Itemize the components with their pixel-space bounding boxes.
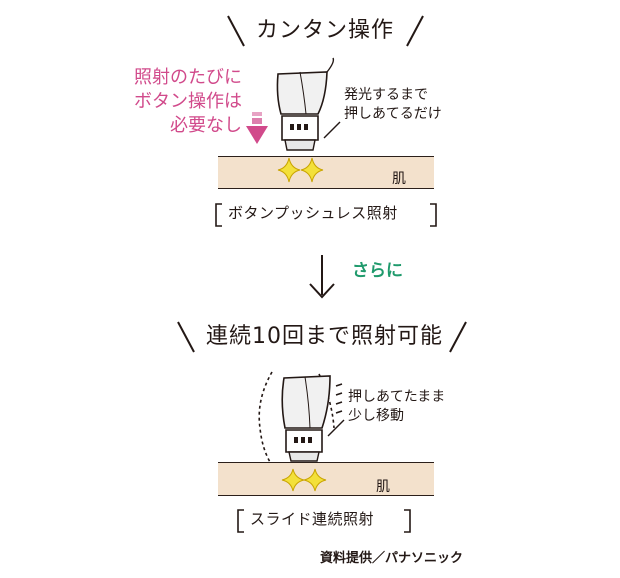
sparkle-icon-1-overlay xyxy=(277,157,324,183)
note2-line-1: 押しあてたまま xyxy=(348,389,446,405)
sparkle-icon-2-overlay xyxy=(281,468,327,492)
skin-label-1: 肌 xyxy=(392,171,406,187)
heading1-left-slash xyxy=(227,15,245,47)
pink-line-3: 必要なし xyxy=(170,114,242,136)
caption2-brackets xyxy=(237,509,411,533)
caption1-brackets xyxy=(215,203,437,227)
pink-line-1: 照射のたびに xyxy=(134,67,242,88)
note-slide: 押しあてたまま 少し移動 xyxy=(348,388,445,426)
heading2-right-slash xyxy=(449,321,467,353)
device-icon-2 xyxy=(281,375,331,462)
pink-line-2: ボタン操作は xyxy=(134,90,242,112)
note1-line-2: 押しあてるだけ xyxy=(344,105,442,122)
device-icon-1 xyxy=(276,57,335,151)
down-arrow-icon xyxy=(309,255,335,299)
caption-slide: スライド連続照射 xyxy=(250,510,375,528)
source-credit: 資料提供／パナソニック xyxy=(320,551,464,566)
note-press-until-flash: 発光するまで 押しあてるだけ xyxy=(344,86,442,124)
skin-layer-1 xyxy=(218,156,434,189)
heading1-right-slash xyxy=(406,15,424,47)
heading2-left-slash xyxy=(177,321,195,353)
motion-marks xyxy=(335,383,343,414)
note1-leader xyxy=(323,121,341,139)
heading-continuous: 連続10回まで照射可能 xyxy=(206,324,443,349)
note2-line-2: 少し移動 xyxy=(348,407,404,424)
note2-leader xyxy=(327,419,345,437)
pink-callout: 照射のたびに ボタン操作は 必要なし xyxy=(112,66,242,137)
skin-label-2: 肌 xyxy=(376,479,390,495)
transition-label: さらに xyxy=(352,261,403,281)
caption-buttonless: ボタンプッシュレス照射 xyxy=(228,204,398,222)
heading-easy-operation: カンタン操作 xyxy=(256,18,395,43)
device-ghost-outline xyxy=(258,371,335,463)
skin-layer-2 xyxy=(218,462,434,496)
note1-line-1: 発光するまで xyxy=(344,87,428,103)
pink-down-arrow-icon xyxy=(246,112,268,144)
